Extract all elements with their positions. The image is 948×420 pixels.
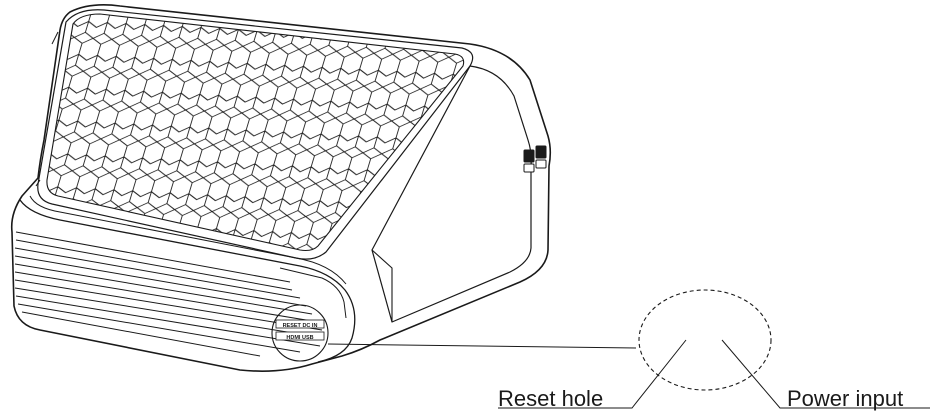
port-area: RESET DC IN HDMI USB [271, 304, 329, 362]
projector-body [10, 4, 552, 372]
port-label-top: RESET DC IN [283, 323, 318, 329]
hex-grille [46, 13, 465, 252]
port-label-bottom: HDMI USB [286, 335, 313, 341]
side-buttons [523, 145, 547, 173]
power-input-label: Power input [787, 386, 904, 411]
reset-hole-label: Reset hole [498, 386, 604, 411]
leader-lines [498, 339, 930, 409]
reset-leader-line [498, 339, 687, 409]
power-leader-line [721, 339, 930, 409]
zoom-callout [327, 289, 772, 391]
front-vent-slats [14, 231, 347, 357]
